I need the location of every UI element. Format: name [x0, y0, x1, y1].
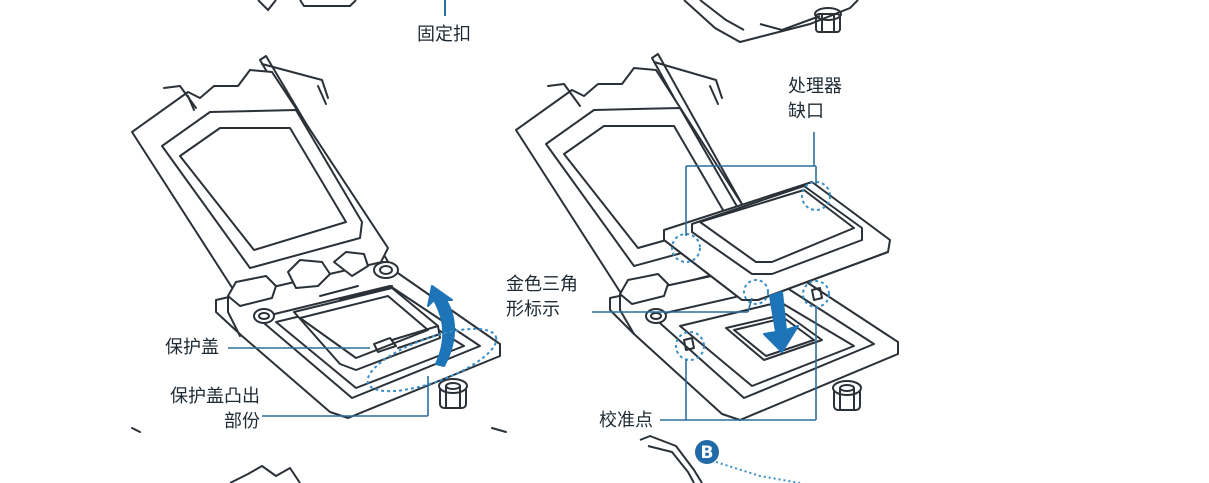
cpu-notch-label: 处理器 缺口 [788, 76, 842, 122]
fixing-clip-label: 固定扣 [417, 24, 471, 45]
top-left-fragment [257, 0, 446, 16]
step-badge-icon: B [695, 440, 719, 464]
cpu-chip [663, 181, 891, 301]
cpu-notch-highlight [801, 181, 831, 211]
socket-key-highlight-left [675, 331, 705, 361]
cover-tab-label: 保护盖凸出 部份 [170, 386, 260, 432]
alignment-key-label: 校准点 [599, 410, 653, 431]
bottom-fragment [229, 435, 801, 483]
curved-up-arrow-icon [427, 285, 456, 367]
protective-cover-label: 保护盖 [165, 337, 219, 358]
cover-tab-highlight [366, 327, 498, 393]
left-socket-illustration [131, 55, 507, 433]
top-right-fragment [683, 0, 859, 44]
callout-lines [228, 0, 817, 421]
gold-triangle-highlight [743, 279, 769, 305]
down-arrow-icon [763, 291, 799, 353]
step-badge-label: B [701, 443, 714, 463]
cpu-left-notch-highlight [671, 233, 701, 263]
gold-triangle-label: 金色三角 形标示 [506, 274, 578, 320]
